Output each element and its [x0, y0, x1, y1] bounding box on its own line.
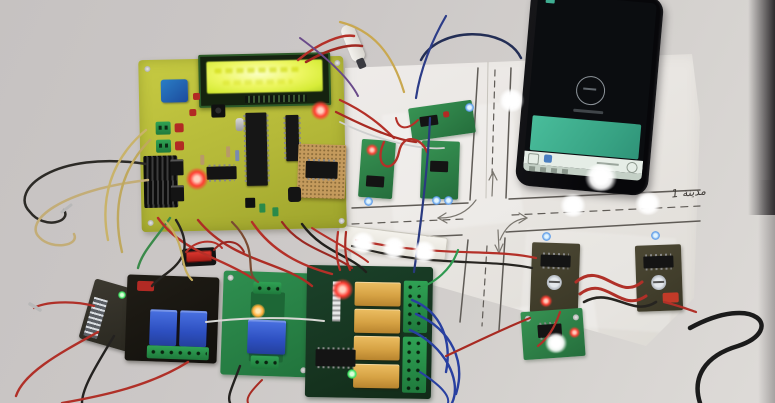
wire-red [213, 241, 245, 253]
smartphone [514, 0, 665, 197]
status-icon [545, 0, 555, 4]
wire-red [14, 330, 100, 398]
sensor-ic [419, 114, 439, 128]
daughter-perfboard [296, 143, 347, 200]
sensor-ic [365, 175, 385, 188]
red-cap [189, 108, 197, 117]
power-switch [181, 247, 217, 267]
wall-shadow-lower [758, 180, 775, 403]
wire-red [246, 379, 263, 403]
header-strip [332, 281, 341, 322]
red-component [136, 280, 155, 292]
wire-tip [60, 203, 73, 214]
key-icon [539, 166, 547, 173]
sensor-module-a [529, 242, 581, 314]
relay-4 [353, 363, 400, 389]
wire-red [60, 360, 190, 403]
suggestion-text [596, 161, 619, 166]
screw [334, 59, 341, 67]
terminal-block [155, 121, 171, 135]
sensor-ic [429, 160, 449, 173]
driver-ic [315, 349, 356, 367]
wire-red [444, 316, 532, 358]
sensor-led [442, 110, 450, 118]
connect-button [574, 74, 606, 107]
screw [147, 219, 154, 227]
microcontroller-ic [245, 112, 268, 186]
phone-screen [522, 0, 657, 181]
power-transistor [170, 185, 185, 202]
terminal-block-top [253, 281, 282, 295]
wire-tan [34, 178, 150, 247]
sensor-module-c [520, 307, 586, 361]
cable-black [687, 310, 764, 403]
potentiometer [650, 274, 667, 291]
relay-2 [353, 308, 401, 334]
screw [227, 274, 234, 281]
connect-caption [572, 108, 603, 115]
crimp-tip [28, 302, 42, 312]
lcd-display [198, 52, 332, 108]
potentiometer [546, 274, 563, 291]
wall-shadow [748, 0, 775, 215]
relay-2 [179, 310, 208, 348]
wire-black [23, 159, 148, 224]
red-connector [662, 292, 679, 303]
lcd-backlight [206, 59, 323, 94]
screw [572, 314, 580, 321]
relay-board-4ch [304, 264, 434, 400]
terminal-strip [146, 345, 210, 361]
sensor-module-b [634, 244, 684, 312]
sensor-ic [643, 255, 674, 269]
ir-sensor-left [358, 138, 396, 200]
terminal-block [155, 139, 172, 153]
key-icon [528, 166, 536, 172]
relay-board-1ch [220, 270, 314, 378]
pin-header [83, 296, 108, 340]
relay-1 [149, 309, 178, 347]
terminal-holes [255, 283, 280, 293]
controller-pcb [138, 52, 347, 233]
relay [246, 319, 287, 355]
lcd-pin-header [244, 94, 308, 103]
ir-sensor-right [419, 140, 461, 200]
terminal-holes [148, 347, 207, 359]
ic-8pin [537, 323, 563, 339]
terminal-holes [403, 338, 425, 391]
terminal-holes [252, 357, 277, 368]
red-led-body [174, 123, 184, 133]
terminal-column-bottom [401, 336, 427, 394]
transistor [245, 197, 256, 208]
red-led-body [174, 141, 185, 151]
key-icon [561, 168, 569, 175]
logic-ic [206, 166, 237, 180]
perfboard-ic [305, 160, 338, 179]
screw [338, 217, 345, 225]
terminal-column-top [402, 280, 428, 334]
screw [144, 65, 151, 73]
screw [524, 315, 532, 322]
resistor [226, 146, 231, 158]
relay-board-2ch [124, 274, 220, 364]
key-icon [550, 167, 558, 174]
sensor-ic [540, 254, 571, 268]
smd-component [272, 207, 279, 217]
red-cap [192, 92, 201, 101]
relay-1 [354, 281, 401, 307]
glue-stick [339, 22, 367, 64]
wire-red [32, 301, 96, 310]
reset-button [211, 104, 226, 118]
capacitor [287, 186, 302, 203]
clipboard-icon [543, 154, 553, 163]
wire-darkblue [419, 33, 523, 62]
crystal [235, 117, 244, 132]
relay-3 [353, 335, 400, 361]
resistor [200, 154, 205, 165]
terminal-holes [405, 282, 426, 331]
buzzer [160, 79, 189, 103]
power-transistor [170, 159, 184, 176]
smd-component [259, 203, 266, 213]
terminal-block-bottom [250, 355, 279, 370]
resistor [235, 150, 240, 162]
